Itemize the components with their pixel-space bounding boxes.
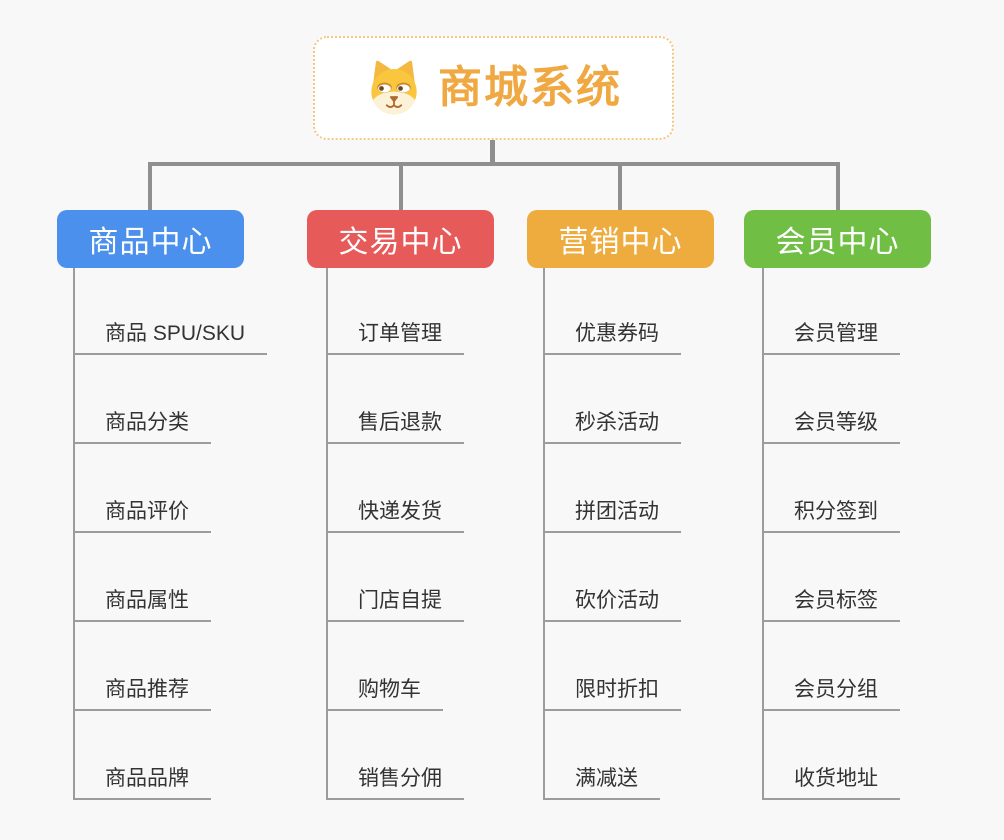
child-label[interactable]: 拼团活动 [543, 499, 681, 533]
child-node[interactable]: 订单管理 [326, 268, 464, 355]
child-label[interactable]: 商品分类 [73, 410, 211, 444]
connector-branch-stub [399, 162, 403, 210]
child-label[interactable]: 购物车 [326, 677, 443, 711]
child-label[interactable]: 门店自提 [326, 588, 464, 622]
child-label[interactable]: 优惠券码 [543, 321, 681, 355]
child-node[interactable]: 收货地址 [762, 711, 900, 800]
child-node[interactable]: 售后退款 [326, 355, 464, 444]
child-node[interactable]: 会员等级 [762, 355, 900, 444]
branch-children-product-center: 商品 SPU/SKU 商品分类 商品评价 商品属性 商品推荐 商品品牌 [73, 268, 268, 800]
connector-branch-stub [148, 162, 152, 210]
branch-children-trade-center: 订单管理 售后退款 快递发货 门店自提 购物车 销售分佣 [326, 268, 464, 800]
child-node[interactable]: 秒杀活动 [543, 355, 681, 444]
child-node[interactable]: 商品 SPU/SKU [73, 268, 268, 355]
child-node[interactable]: 门店自提 [326, 533, 464, 622]
child-label[interactable]: 商品推荐 [73, 677, 211, 711]
child-label[interactable]: 秒杀活动 [543, 410, 681, 444]
child-node[interactable]: 购物车 [326, 622, 464, 711]
child-label[interactable]: 积分签到 [762, 499, 900, 533]
root-title: 商城系统 [438, 63, 622, 112]
child-node[interactable]: 会员分组 [762, 622, 900, 711]
child-node[interactable]: 会员标签 [762, 533, 900, 622]
child-label[interactable]: 订单管理 [326, 321, 464, 355]
child-node[interactable]: 销售分佣 [326, 711, 464, 800]
child-label[interactable]: 售后退款 [326, 410, 464, 444]
child-node[interactable]: 会员管理 [762, 268, 900, 355]
dog-face-icon [371, 60, 417, 115]
branch-children-member-center: 会员管理 会员等级 积分签到 会员标签 会员分组 收货地址 [762, 268, 900, 800]
child-label[interactable]: 满减送 [543, 766, 660, 800]
child-node[interactable]: 积分签到 [762, 444, 900, 533]
child-label[interactable]: 收货地址 [762, 766, 900, 800]
branch-children-marketing-center: 优惠券码 秒杀活动 拼团活动 砍价活动 限时折扣 满减送 [543, 268, 681, 800]
connector-root-stub [490, 140, 495, 164]
connector-branch-stub [618, 162, 622, 210]
connector-bus [148, 162, 840, 166]
branch-node-marketing-center[interactable]: 营销中心 [527, 210, 714, 268]
child-node[interactable]: 商品推荐 [73, 622, 267, 711]
child-node[interactable]: 商品评价 [73, 444, 267, 533]
branch-node-product-center[interactable]: 商品中心 [57, 210, 244, 268]
child-label[interactable]: 会员分组 [762, 677, 900, 711]
child-label[interactable]: 快递发货 [326, 499, 464, 533]
child-node[interactable]: 商品品牌 [73, 711, 267, 800]
child-node[interactable]: 限时折扣 [543, 622, 681, 711]
child-label[interactable]: 会员等级 [762, 410, 900, 444]
child-node[interactable]: 商品分类 [73, 355, 267, 444]
child-label[interactable]: 砍价活动 [543, 588, 681, 622]
root-node[interactable]: 商城系统 [313, 36, 674, 140]
branch-node-member-center[interactable]: 会员中心 [744, 210, 931, 268]
child-node[interactable]: 拼团活动 [543, 444, 681, 533]
child-label[interactable]: 销售分佣 [326, 766, 464, 800]
child-node[interactable]: 快递发货 [326, 444, 464, 533]
child-label[interactable]: 商品属性 [73, 588, 211, 622]
branch-node-trade-center[interactable]: 交易中心 [307, 210, 494, 268]
child-label[interactable]: 限时折扣 [543, 677, 681, 711]
child-node[interactable]: 砍价活动 [543, 533, 681, 622]
connector-branch-stub [836, 162, 840, 210]
child-label[interactable]: 会员管理 [762, 321, 900, 355]
child-label[interactable]: 商品评价 [73, 499, 211, 533]
child-label[interactable]: 会员标签 [762, 588, 900, 622]
child-label[interactable]: 商品品牌 [73, 766, 211, 800]
child-node[interactable]: 商品属性 [73, 533, 267, 622]
child-node[interactable]: 满减送 [543, 711, 681, 800]
child-node[interactable]: 优惠券码 [543, 268, 681, 355]
child-label[interactable]: 商品 SPU/SKU [73, 321, 268, 355]
